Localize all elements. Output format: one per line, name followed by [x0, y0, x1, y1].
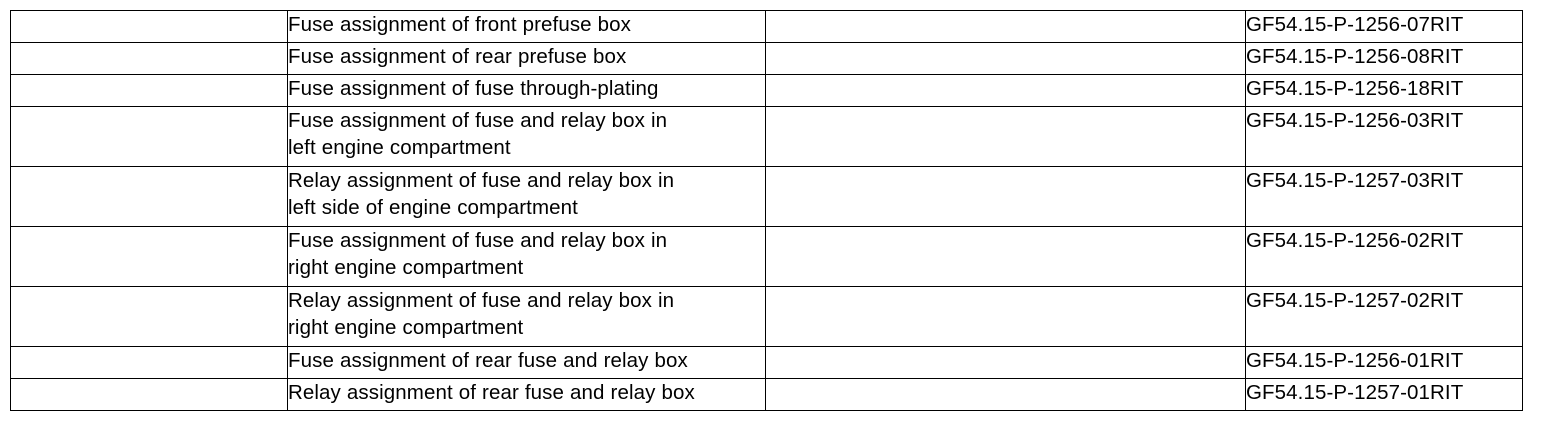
cell-middle-blank — [765, 166, 1246, 227]
cell-left-blank — [10, 378, 288, 411]
cell-document-number: GF54.15-P-1256-03RIT — [1245, 106, 1523, 167]
table-row: Relay assignment of rear fuse and relay … — [10, 378, 1523, 411]
cell-left-blank — [10, 346, 288, 379]
cell-description: Fuse assignment of front prefuse box — [287, 10, 766, 43]
cell-document-number: GF54.15-P-1256-02RIT — [1245, 226, 1523, 287]
table-row: Fuse assignment of front prefuse box GF54… — [10, 10, 1523, 43]
table-row: Fuse assignment of fuse and relay box in… — [10, 226, 1523, 287]
cell-description: Fuse assignment of fuse and relay box in… — [287, 106, 766, 167]
cell-middle-blank — [765, 226, 1246, 287]
cell-left-blank — [10, 166, 288, 227]
cell-description: Relay assignment of fuse and relay box i… — [287, 166, 766, 227]
cell-middle-blank — [765, 378, 1246, 411]
table-row: Relay assignment of fuse and relay box i… — [10, 286, 1523, 347]
cell-left-blank — [10, 74, 288, 107]
cell-description: Fuse assignment of fuse and relay box in… — [287, 226, 766, 287]
cell-document-number: GF54.15-P-1256-18RIT — [1245, 74, 1523, 107]
cell-document-number: GF54.15-P-1256-07RIT — [1245, 10, 1523, 43]
cell-left-blank — [10, 42, 288, 75]
cell-description: Fuse assignment of rear fuse and relay b… — [287, 346, 766, 379]
cell-document-number: GF54.15-P-1257-02RIT — [1245, 286, 1523, 347]
cell-document-number: GF54.15-P-1256-08RIT — [1245, 42, 1523, 75]
cell-left-blank — [10, 106, 288, 167]
table-row: Fuse assignment of rear fuse and relay b… — [10, 346, 1523, 379]
cell-middle-blank — [765, 10, 1246, 43]
cell-description: Fuse assignment of rear prefuse box — [287, 42, 766, 75]
cell-description: Relay assignment of fuse and relay box i… — [287, 286, 766, 347]
cell-document-number: GF54.15-P-1257-03RIT — [1245, 166, 1523, 227]
cell-middle-blank — [765, 42, 1246, 75]
table-row: Fuse assignment of fuse through-plating G… — [10, 74, 1523, 107]
cell-left-blank — [10, 10, 288, 43]
cell-middle-blank — [765, 346, 1246, 379]
cell-document-number: GF54.15-P-1256-01RIT — [1245, 346, 1523, 379]
cell-description: Fuse assignment of fuse through-plating — [287, 74, 766, 107]
cell-description: Relay assignment of rear fuse and relay … — [287, 378, 766, 411]
cell-middle-blank — [765, 74, 1246, 107]
cell-left-blank — [10, 226, 288, 287]
cell-document-number: GF54.15-P-1257-01RIT — [1245, 378, 1523, 411]
cell-middle-blank — [765, 106, 1246, 167]
cell-left-blank — [10, 286, 288, 347]
table-row: Fuse assignment of fuse and relay box in… — [10, 106, 1523, 167]
table-row: Relay assignment of fuse and relay box i… — [10, 166, 1523, 227]
cell-middle-blank — [765, 286, 1246, 347]
table-row: Fuse assignment of rear prefuse box GF54.… — [10, 42, 1523, 75]
